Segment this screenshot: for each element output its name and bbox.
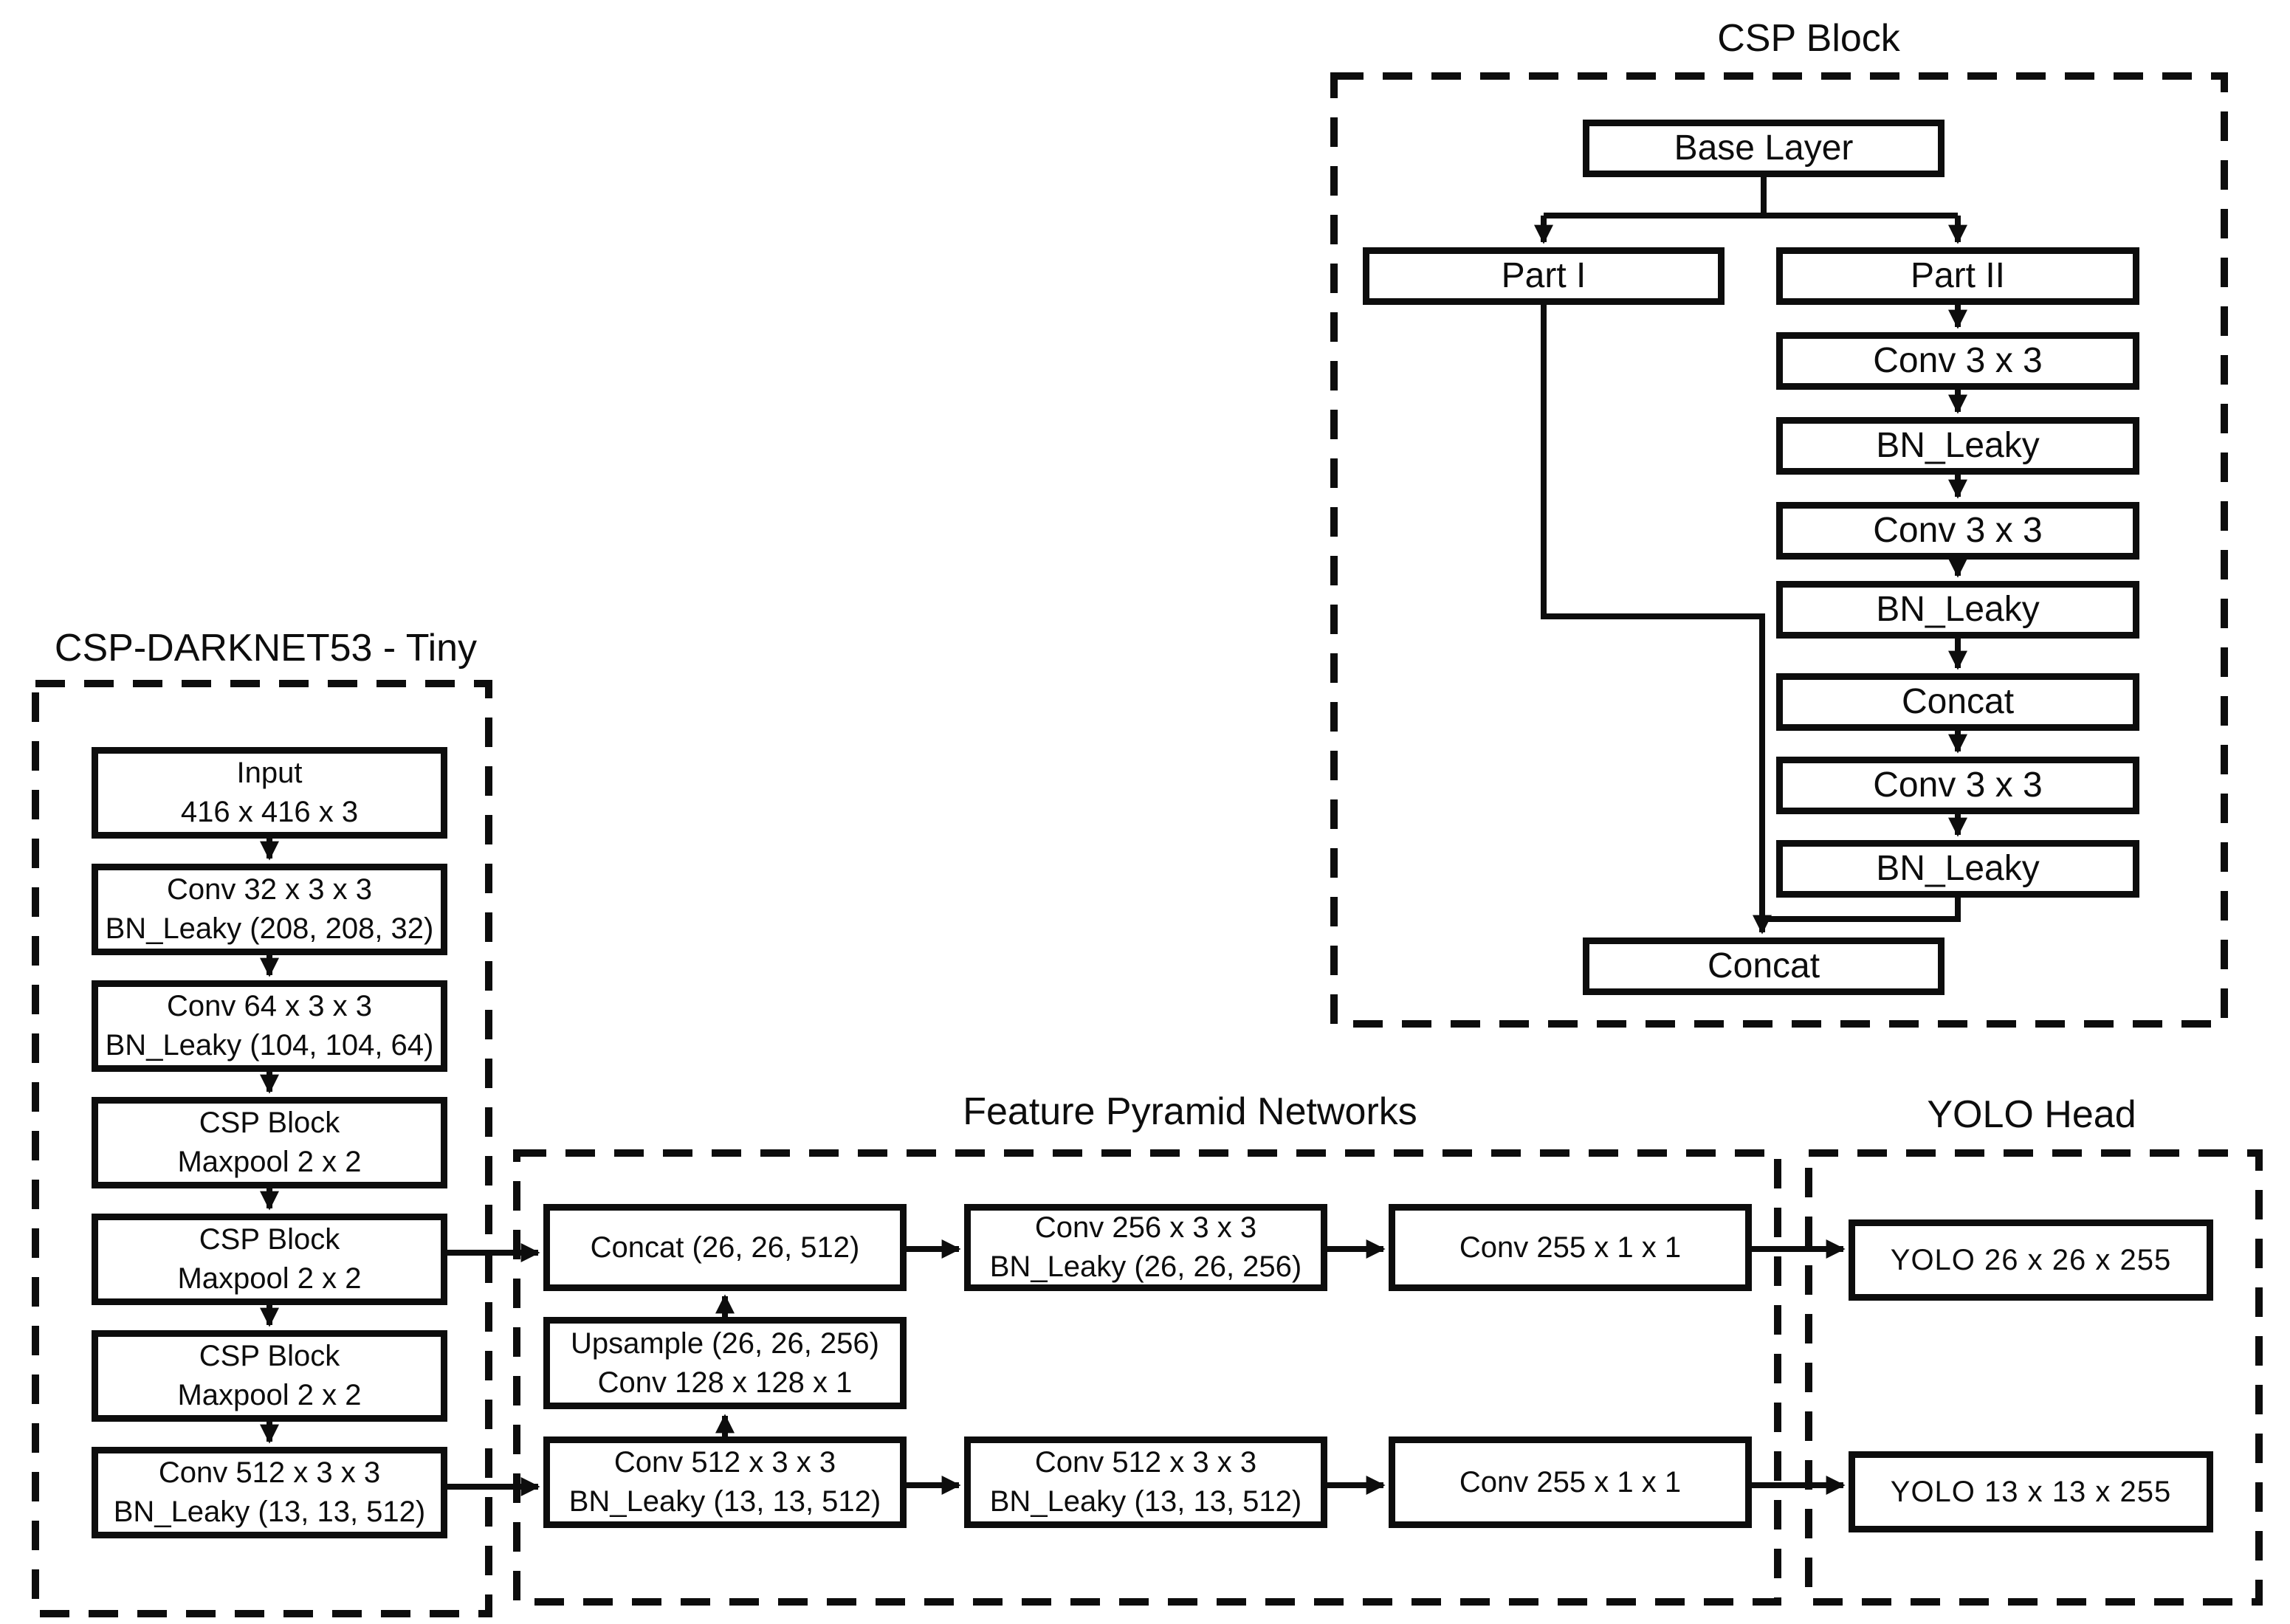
- node-part1: Part I: [1363, 247, 1725, 305]
- node-fpn-conv512-b-line2: BN_Leaky (13, 13, 512): [989, 1485, 1302, 1518]
- node-csp-conv3: Conv 3 x 3: [1776, 757, 2139, 814]
- node-darknet-csp1-line1: CSP Block: [199, 1107, 340, 1140]
- node-csp-conv3-label: Conv 3 x 3: [1873, 765, 2043, 805]
- node-csp-concat-mid-label: Concat: [1901, 682, 2015, 722]
- node-input: Input 416 x 416 x 3: [92, 747, 447, 839]
- node-fpn-upsample-line2: Conv 128 x 128 x 1: [597, 1366, 853, 1399]
- node-csp-concat-final-label: Concat: [1707, 946, 1820, 986]
- node-fpn-concat: Concat (26, 26, 512): [543, 1204, 907, 1291]
- node-darknet-csp3-line1: CSP Block: [199, 1340, 340, 1373]
- node-conv32-line1: Conv 32 x 3 x 3: [167, 873, 372, 906]
- node-fpn-conv512-b: Conv 512 x 3 x 3 BN_Leaky (13, 13, 512): [964, 1437, 1327, 1528]
- node-yolo26-line1: YOLO 26 x 26 x 255: [1890, 1243, 2172, 1276]
- node-darknet-csp3-line2: Maxpool 2 x 2: [177, 1379, 362, 1411]
- node-part2-label: Part II: [1910, 256, 2006, 296]
- edge-part1-concatfinal: [1541, 305, 1772, 935]
- node-input-line1: Input: [236, 757, 303, 790]
- node-yolo26: YOLO 26 x 26 x 255: [1849, 1219, 2213, 1301]
- node-part2: Part II: [1776, 247, 2139, 305]
- node-fpn-conv255-top-line1: Conv 255 x 1 x 1: [1459, 1231, 1682, 1264]
- node-conv64: Conv 64 x 3 x 3 BN_Leaky (104, 104, 64): [92, 980, 447, 1072]
- node-darknet-csp2-line1: CSP Block: [199, 1223, 340, 1256]
- edge-bn3-concatfinal: [1762, 898, 1961, 922]
- node-fpn-conv255-bottom: Conv 255 x 1 x 1: [1389, 1437, 1752, 1528]
- node-csp-bn3-label: BN_Leaky: [1876, 849, 2040, 889]
- csp-block-title: CSP Block: [1717, 17, 1900, 60]
- fpn-title: Feature Pyramid Networks: [963, 1090, 1417, 1133]
- node-darknet-csp1: CSP Block Maxpool 2 x 2: [92, 1097, 447, 1188]
- node-csp-conv1-label: Conv 3 x 3: [1873, 341, 2043, 381]
- node-csp-concat-final: Concat: [1583, 937, 1945, 995]
- node-csp-bn1-label: BN_Leaky: [1876, 426, 2040, 466]
- node-fpn-conv512-a-line1: Conv 512 x 3 x 3: [613, 1446, 836, 1479]
- node-fpn-conv255-bottom-line1: Conv 255 x 1 x 1: [1459, 1465, 1682, 1499]
- node-csp-concat-mid: Concat: [1776, 673, 2139, 731]
- node-csp-conv2: Conv 3 x 3: [1776, 502, 2139, 560]
- node-darknet-csp2: CSP Block Maxpool 2 x 2: [92, 1214, 447, 1305]
- node-conv32-line2: BN_Leaky (208, 208, 32): [105, 912, 434, 945]
- node-input-line2: 416 x 416 x 3: [180, 796, 359, 828]
- node-csp-conv1: Conv 3 x 3: [1776, 332, 2139, 390]
- darknet-title: CSP-DARKNET53 - Tiny: [54, 627, 478, 670]
- node-fpn-concat-line1: Concat (26, 26, 512): [590, 1231, 860, 1264]
- node-fpn-conv512-b-line1: Conv 512 x 3 x 3: [1034, 1446, 1257, 1479]
- node-csp-bn3: BN_Leaky: [1776, 840, 2139, 898]
- node-base-layer: Base Layer: [1583, 120, 1945, 177]
- node-base-layer-label: Base Layer: [1674, 128, 1854, 168]
- yolo-head-title: YOLO Head: [1927, 1093, 2136, 1136]
- node-yolo13-line1: YOLO 13 x 13 x 255: [1890, 1475, 2172, 1508]
- node-fpn-upsample: Upsample (26, 26, 256) Conv 128 x 128 x …: [543, 1317, 907, 1409]
- node-darknet-conv512-line1: Conv 512 x 3 x 3: [158, 1456, 381, 1490]
- node-csp-bn2-label: BN_Leaky: [1876, 590, 2040, 630]
- node-csp-bn2: BN_Leaky: [1776, 581, 2139, 639]
- node-fpn-upsample-line1: Upsample (26, 26, 256): [570, 1327, 879, 1360]
- node-part1-label: Part I: [1501, 256, 1586, 296]
- node-conv64-line1: Conv 64 x 3 x 3: [167, 990, 372, 1023]
- node-darknet-csp2-line2: Maxpool 2 x 2: [177, 1262, 362, 1295]
- node-yolo13: YOLO 13 x 13 x 255: [1849, 1451, 2213, 1532]
- node-darknet-csp3: CSP Block Maxpool 2 x 2: [92, 1330, 447, 1422]
- node-fpn-conv256: Conv 256 x 3 x 3 BN_Leaky (26, 26, 256): [964, 1204, 1327, 1291]
- node-fpn-conv512-a: Conv 512 x 3 x 3 BN_Leaky (13, 13, 512): [543, 1437, 907, 1528]
- node-fpn-conv512-a-line2: BN_Leaky (13, 13, 512): [568, 1485, 881, 1518]
- node-fpn-conv256-line1: Conv 256 x 3 x 3: [1034, 1211, 1257, 1245]
- node-conv64-line2: BN_Leaky (104, 104, 64): [105, 1029, 434, 1062]
- node-fpn-conv255-top: Conv 255 x 1 x 1: [1389, 1204, 1752, 1291]
- node-conv32: Conv 32 x 3 x 3 BN_Leaky (208, 208, 32): [92, 864, 447, 955]
- node-darknet-conv512-line2: BN_Leaky (13, 13, 512): [113, 1496, 426, 1528]
- node-fpn-conv256-line2: BN_Leaky (26, 26, 256): [989, 1250, 1302, 1283]
- node-csp-conv2-label: Conv 3 x 3: [1873, 511, 2043, 551]
- node-darknet-conv512: Conv 512 x 3 x 3 BN_Leaky (13, 13, 512): [92, 1447, 447, 1538]
- node-csp-bn1: BN_Leaky: [1776, 417, 2139, 475]
- node-darknet-csp1-line2: Maxpool 2 x 2: [177, 1146, 362, 1178]
